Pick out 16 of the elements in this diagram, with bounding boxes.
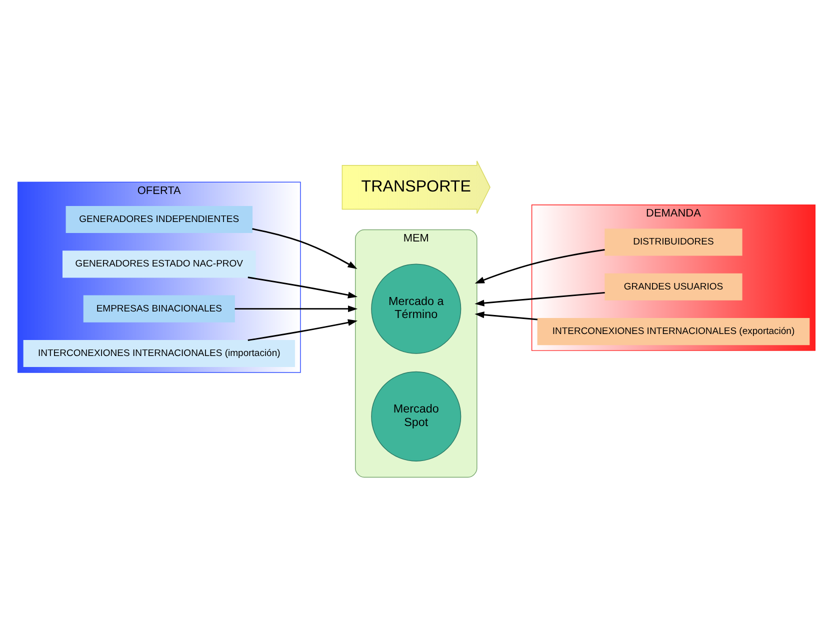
node-box: GENERADORES INDEPENDIENTES [66, 206, 252, 234]
node-box: INTERCONEXIONES INTERNACIONALES (importación) [23, 340, 295, 368]
node-box: INTERCONEXIONES INTERNACIONALES (exportación) [537, 318, 810, 346]
arrow [248, 276, 358, 298]
arrow [474, 292, 605, 306]
node-box: GENERADORES ESTADO NAC-PROV [62, 250, 256, 278]
node-box: GRANDES USUARIOS [604, 273, 742, 300]
node-circle: Mercado a Término [371, 264, 462, 354]
node-box: DISTRIBUIDORES [604, 228, 742, 256]
arrow [248, 319, 358, 341]
arrow [474, 311, 538, 320]
arrow [474, 249, 605, 284]
arrow [252, 228, 358, 270]
arrow [234, 305, 358, 312]
node-box: EMPRESAS BINACIONALES [83, 295, 235, 322]
node-circle: Mercado Spot [371, 371, 462, 462]
